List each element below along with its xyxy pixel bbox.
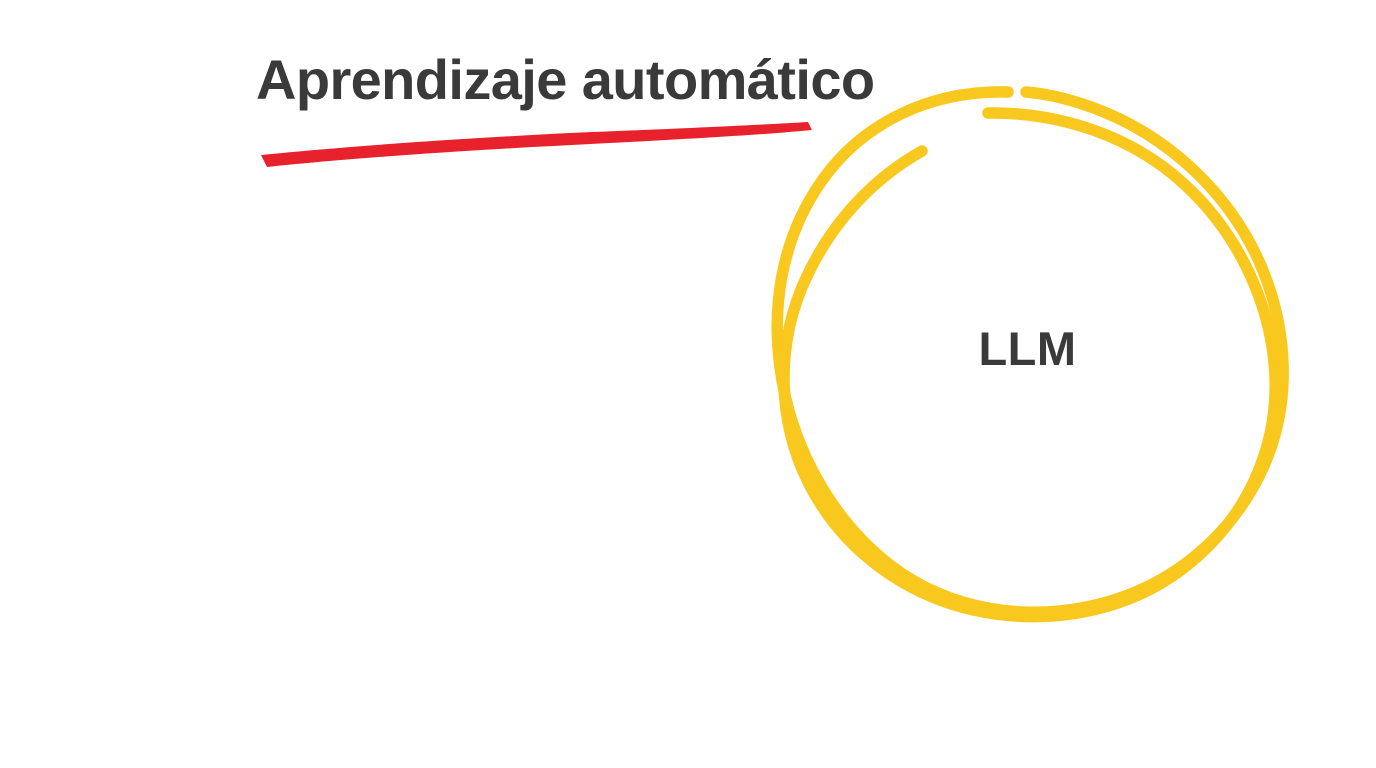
red-underline-stroke (261, 122, 812, 167)
yellow-hand-drawn-circle (771, 86, 1289, 623)
page-title: Aprendizaje automático (256, 48, 875, 111)
inner-loop-path (778, 107, 1281, 623)
circle-group: LLM (760, 60, 1305, 630)
circle-label-llm: LLM (978, 322, 1077, 375)
title-group: Aprendizaje automático (0, 0, 1376, 200)
